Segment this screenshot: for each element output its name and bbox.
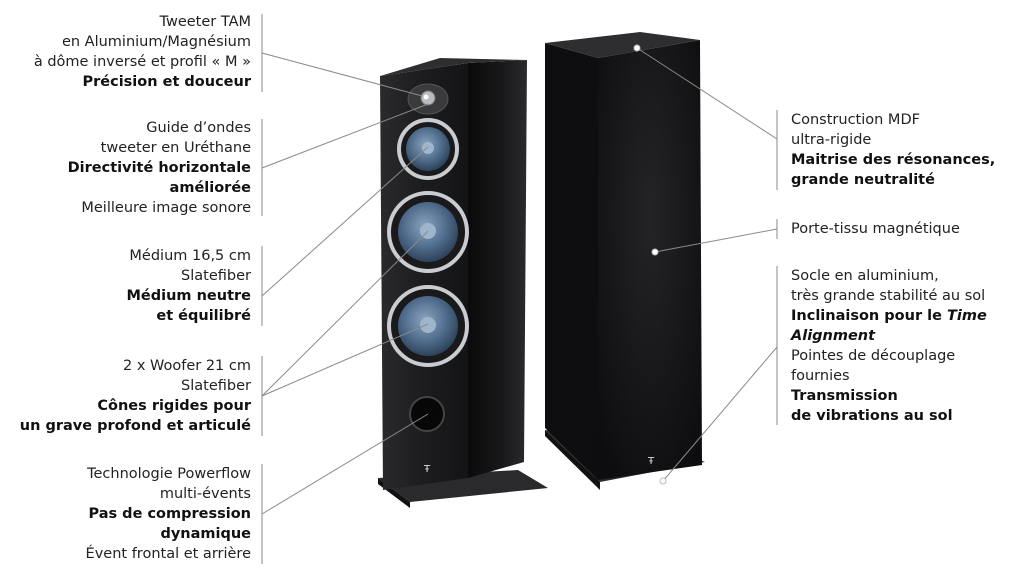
- speaker-front: Ŧ: [378, 58, 548, 508]
- callout-bold: Transmission: [791, 388, 898, 404]
- callout-bold-line: Inclinaison pour le Time: [791, 306, 987, 326]
- callout-bold: Médium neutre: [126, 288, 252, 304]
- callout-bold: Maitrise des résonances,: [791, 152, 996, 168]
- callout-woofer: 2 x Woofer 21 cm Slatefiber Cônes rigide…: [20, 356, 251, 436]
- callout-text: Médium 16,5 cm: [129, 248, 251, 264]
- callout-bold: Cônes rigides pour: [97, 398, 251, 414]
- callout-bold: et équilibré: [156, 308, 251, 324]
- callout-bold: Directivité horizontale: [67, 160, 251, 176]
- dust-cap: [422, 142, 434, 154]
- callout-text: Évent frontal et arrière: [85, 546, 251, 562]
- focal-logo-icon: Ŧ: [647, 456, 655, 467]
- woofer-dust-cap: [420, 317, 436, 333]
- dot-mdf: [633, 44, 641, 52]
- callout-bold: Pas de compression: [88, 506, 251, 522]
- leader-woofer-a: [261, 230, 429, 397]
- speaker-grille: [598, 40, 702, 480]
- callout-text: Pointes de découplage: [791, 348, 956, 364]
- callout-text: à dôme inversé et profil « M »: [33, 54, 251, 70]
- callout-text: en Aluminium/Magnésium: [61, 34, 251, 50]
- callout-text: multi-évents: [159, 486, 251, 502]
- callout-bold: dynamique: [160, 526, 251, 542]
- callout-text: très grande stabilité au sol: [791, 288, 986, 304]
- callout-text: Socle en aluminium,: [791, 268, 939, 284]
- callout-tweeter: Tweeter TAM en Aluminium/Magnésium à dôm…: [34, 12, 251, 92]
- leader-grille: [654, 228, 778, 253]
- focal-logo-icon: Ŧ: [423, 464, 431, 475]
- bass-port: [409, 396, 445, 432]
- speaker-top: [380, 58, 527, 76]
- callout-bold-italic: Time: [947, 308, 987, 324]
- callout-text: ultra-rigide: [791, 132, 872, 148]
- callout-bold: un grave profond et articulé: [19, 418, 251, 434]
- dot-tweeter: [422, 93, 430, 101]
- speaker-back-top: [545, 32, 700, 58]
- leader-tweeter: [261, 52, 427, 98]
- leader-mdf: [636, 47, 778, 140]
- speaker-back-base-edge: [545, 430, 600, 490]
- callout-bold: de vibrations au sol: [791, 408, 953, 424]
- callout-text: Porte-tissu magnétique: [791, 221, 960, 237]
- leader-powerflow: [261, 413, 429, 515]
- speaker-grille-view: Ŧ: [545, 32, 705, 490]
- speaker-back-side: [545, 43, 598, 480]
- callout-text: 2 x Woofer 21 cm: [122, 358, 251, 374]
- callout-text: tweeter en Uréthane: [100, 140, 251, 156]
- callout-bold: améliorée: [169, 180, 251, 196]
- leader-waveguide: [261, 103, 429, 169]
- leader-lines: [261, 14, 778, 564]
- callout-medium: Médium 16,5 cm Slatefiber Médium neutre …: [127, 246, 252, 326]
- callout-bold: Précision et douceur: [82, 74, 252, 90]
- callout-grille: Porte-tissu magnétique: [791, 219, 960, 239]
- callout-text: Tweeter TAM: [159, 14, 252, 30]
- callout-text: Technologie Powerflow: [87, 466, 251, 482]
- callout-base: Socle en aluminium, très grande stabilit…: [791, 266, 987, 426]
- callout-powerflow: Technologie Powerflow multi-évents Pas d…: [86, 464, 251, 564]
- leader-medium: [261, 146, 429, 297]
- callout-text: Slatefiber: [181, 268, 251, 284]
- speaker-side-panel: [468, 60, 527, 478]
- callout-text: Guide d’ondes: [146, 120, 251, 136]
- dot-grille: [651, 248, 659, 256]
- callout-text: fournies: [791, 368, 850, 384]
- callout-bold-italic: Alignment: [791, 328, 876, 344]
- callout-bold: Inclinaison pour le: [791, 308, 948, 324]
- callout-text: Construction MDF: [791, 112, 920, 128]
- callout-text: Meilleure image sonore: [81, 200, 251, 216]
- callout-bold: grande neutralité: [791, 172, 935, 188]
- callout-waveguide: Guide d’ondes tweeter en Uréthane Direct…: [68, 118, 251, 218]
- leader-dots: [422, 44, 667, 485]
- callout-mdf: Construction MDF ultra-rigide Maitrise d…: [791, 110, 995, 190]
- leader-base: [662, 346, 778, 482]
- leader-woofer-b: [261, 323, 429, 397]
- dot-base: [659, 477, 667, 485]
- callout-text: Slatefiber: [181, 378, 251, 394]
